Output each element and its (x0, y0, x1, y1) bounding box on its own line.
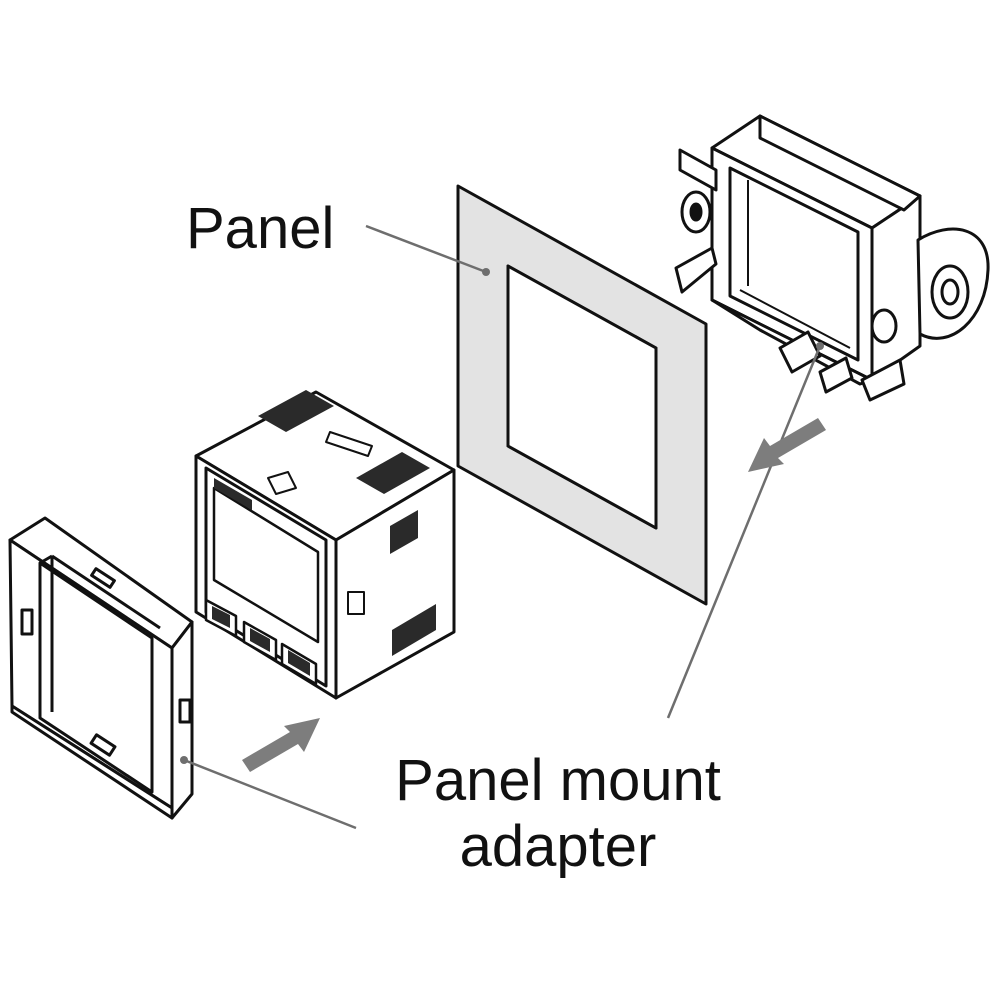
panel-mount-adapter-label-line1: Panel mount (395, 748, 721, 813)
adapter-rear-leader-dot (816, 342, 824, 350)
leader-lines (183, 224, 822, 830)
left-clamp (674, 148, 718, 294)
panel-mount-adapter-label-line2: adapter (459, 814, 657, 879)
adapter-leader-line-front (183, 758, 357, 830)
adapter-leader-line-rear (666, 345, 822, 719)
front-bezel-adapter (8, 516, 194, 820)
assembly-arrow-rear (748, 418, 826, 472)
right-clamp (860, 227, 990, 402)
panel-leader-line (365, 224, 487, 274)
assembly-arrow-front (242, 718, 320, 772)
panel-mount-adapter-label: Panel mount adapter (378, 748, 738, 880)
display-unit (194, 390, 456, 700)
rear-mounting-bracket (674, 114, 990, 402)
panel-label: Panel (186, 196, 335, 261)
panel-leader-dot (482, 268, 490, 276)
panel-plate (456, 184, 708, 606)
front-buttons (204, 598, 318, 686)
adapter-front-leader-dot (180, 756, 188, 764)
